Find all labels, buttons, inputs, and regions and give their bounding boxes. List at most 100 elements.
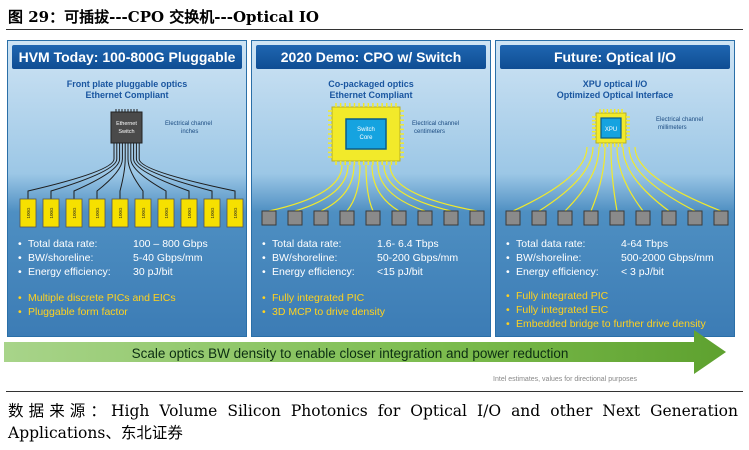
feature-item: •Pluggable form factor <box>18 306 128 318</box>
svg-text:100G: 100G <box>187 207 192 219</box>
optical-port <box>443 210 459 226</box>
panel-header: HVM Today: 100-800G Pluggable <box>12 45 242 69</box>
optical-ports <box>261 210 485 226</box>
panel-optical-io: Future: Optical I/O XPU optical I/O Opti… <box>495 40 735 337</box>
stat-row: •BW/shoreline:50-200 Gbps/mm <box>262 252 459 264</box>
svg-text:100G: 100G <box>233 207 238 219</box>
optical-trace <box>512 146 588 212</box>
pluggable-module: 100G <box>180 198 198 228</box>
optical-trace <box>590 146 606 212</box>
electrical-trace <box>27 143 115 201</box>
channel-label: Electrical channel <box>412 121 459 127</box>
svg-text:100G: 100G <box>164 207 169 219</box>
panel-pluggable: HVM Today: 100-800G Pluggable Front plat… <box>7 40 247 337</box>
feature-item: •Embedded bridge to further drive densit… <box>506 318 706 330</box>
pluggable-module: 100G <box>42 198 60 228</box>
stat-row: •BW/shoreline:5-40 Gbps/mm <box>18 252 203 264</box>
pluggable-module: 100G <box>65 198 83 228</box>
optical-trace <box>634 146 722 212</box>
electrical-trace <box>119 143 126 201</box>
features-list: •Fully integrated PIC •Fully integrated … <box>506 289 731 331</box>
figure-title: 图 29：可插拔---CPO 交换机---Optical IO <box>8 8 319 26</box>
electrical-trace <box>135 143 213 201</box>
optical-port <box>261 210 277 226</box>
optical-trace <box>377 164 426 212</box>
source-text: 数据来源：High Volume Silicon Photonics for O… <box>8 402 738 442</box>
optical-traces <box>268 164 478 212</box>
optical-trace <box>616 146 644 212</box>
electrical-trace <box>138 143 236 201</box>
svg-text:100G: 100G <box>26 207 31 219</box>
pluggable-module: 100G <box>226 198 244 228</box>
optical-trace <box>628 146 696 212</box>
stat-row: •Energy efficiency:30 pJ/bit <box>18 266 173 278</box>
optical-trace <box>371 164 400 212</box>
package-pins <box>328 103 404 165</box>
optical-port <box>687 210 703 226</box>
optical-port <box>469 210 485 226</box>
panel-subtitle: Co-packaged optics <box>328 79 414 89</box>
svg-text:100G: 100G <box>141 207 146 219</box>
optical-port <box>339 210 355 226</box>
pluggable-modules: 100G 100G 100G 100G 100G 100G 100G 100G 100G 100G <box>19 198 244 228</box>
panel-header: 2020 Demo: CPO w/ Switch <box>256 45 486 69</box>
chip-label: Switch <box>357 127 375 133</box>
channel-label-2: inches <box>181 129 198 135</box>
feature-item: •Fully integrated PIC <box>506 290 609 302</box>
svg-text:100G: 100G <box>95 207 100 219</box>
optical-port <box>287 210 303 226</box>
stat-row: •Energy efficiency:<15 pJ/bit <box>262 266 423 278</box>
optical-trace <box>564 146 600 212</box>
optical-ports <box>505 210 729 226</box>
panel-header: Future: Optical I/O <box>500 45 730 69</box>
optical-port <box>531 210 547 226</box>
electrical-trace <box>133 143 190 201</box>
optical-trace <box>294 164 349 212</box>
panel-subtitle-2: Optimized Optical Interface <box>556 90 674 100</box>
features-list: •Multiple discrete PICs and EICs •Plugga… <box>18 291 243 319</box>
optical-port <box>635 210 651 226</box>
optical-port <box>713 210 729 226</box>
title-divider <box>6 29 743 30</box>
electrical-trace <box>50 143 118 201</box>
electrical-trace <box>96 143 123 201</box>
stat-row: •Total data rate:1.6- 6.4 Tbps <box>262 238 439 250</box>
estimate-note: Intel estimates, values for directional … <box>493 376 637 383</box>
svg-text:100G: 100G <box>118 207 123 219</box>
source-divider <box>6 391 743 392</box>
panel-cpo: 2020 Demo: CPO w/ Switch Co-packaged opt… <box>251 40 491 337</box>
electrical-traces <box>27 109 236 201</box>
optical-trace <box>268 164 343 212</box>
switch-core-chip <box>345 118 387 150</box>
electrical-trace <box>130 143 167 201</box>
electrical-trace <box>127 143 144 201</box>
optical-trace <box>538 146 594 212</box>
pluggable-module: 100G <box>111 198 129 228</box>
channel-label-2: millimeters <box>658 125 687 131</box>
panel-subtitle: Front plate pluggable optics <box>66 79 188 89</box>
optical-port <box>365 210 381 226</box>
stat-row: •BW/shoreline:500-2000 Gbps/mm <box>506 252 714 264</box>
chip-label-2: Core <box>359 135 373 141</box>
stats-list: •Total data rate:1.6- 6.4 Tbps •BW/shore… <box>262 237 487 279</box>
pluggable-module: 100G <box>203 198 221 228</box>
feature-item: •3D MCP to drive density <box>262 306 386 318</box>
optical-port <box>505 210 521 226</box>
pluggable-module: 100G <box>157 198 175 228</box>
channel-label-2: centimeters <box>414 129 445 135</box>
optical-io-diagram: XPU Electrical channel millimeters <box>505 109 729 226</box>
optical-trace <box>610 146 618 212</box>
ethernet-switch-chip <box>110 111 143 144</box>
optical-port <box>391 210 407 226</box>
features-list: •Fully integrated PIC •3D MCP to drive d… <box>262 291 487 319</box>
optical-port <box>557 210 573 226</box>
svg-text:100G: 100G <box>49 207 54 219</box>
chip-label-2: Switch <box>118 129 134 135</box>
chip-label: Ethernet <box>116 121 137 127</box>
svg-text:100G: 100G <box>210 207 215 219</box>
stats-list: •Total data rate:4-64 Tbps •BW/shoreline… <box>506 237 731 279</box>
stat-row: •Total data rate:4-64 Tbps <box>506 238 669 250</box>
optical-port <box>609 210 625 226</box>
optical-trace <box>622 146 670 212</box>
optical-traces <box>512 146 722 212</box>
